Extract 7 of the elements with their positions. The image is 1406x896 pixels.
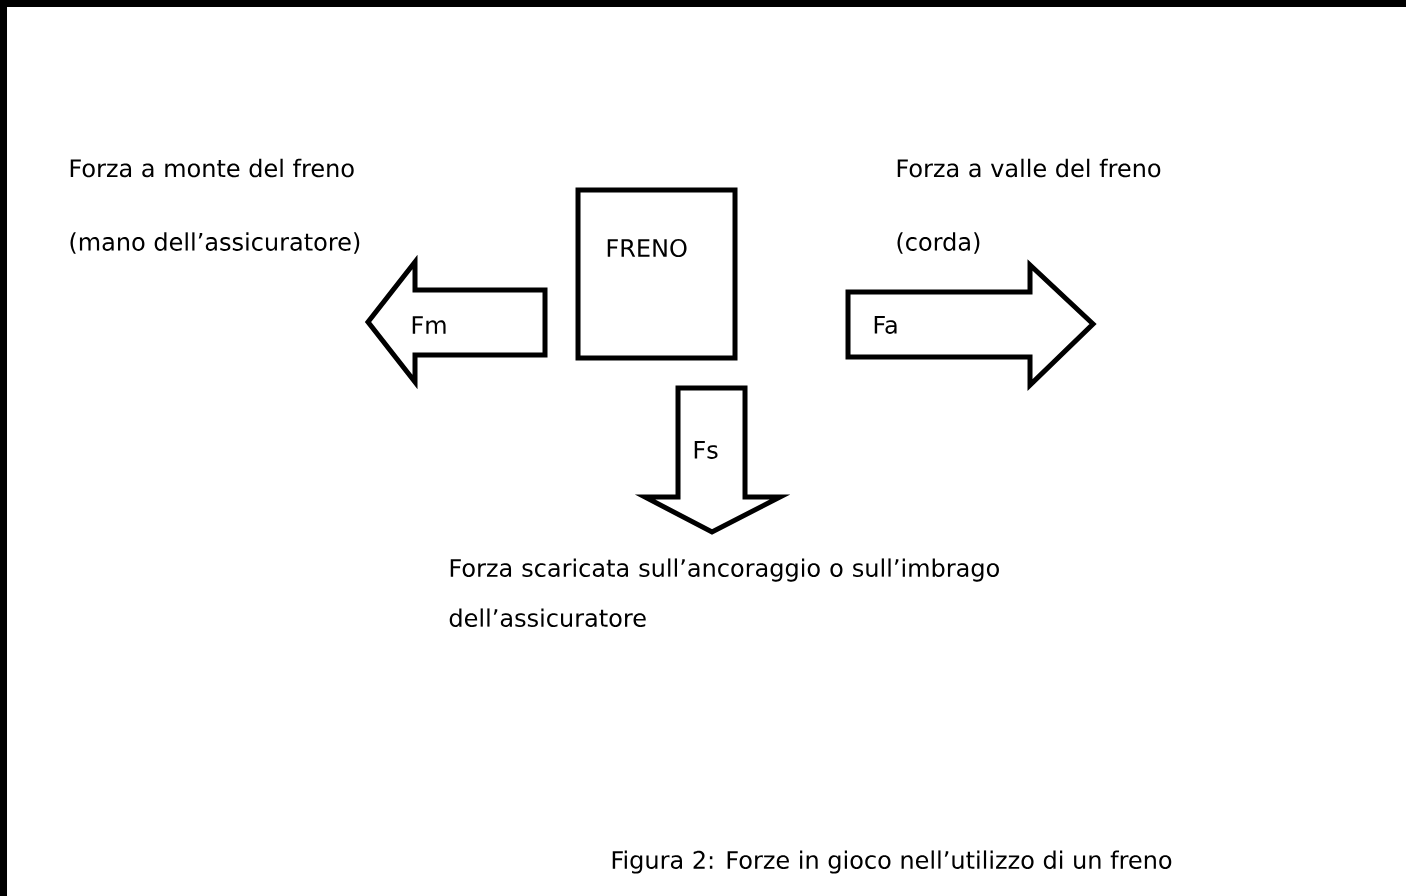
force-label: (corda) <box>897 232 980 254</box>
force-label: (mano dell’assicuratore) <box>70 232 360 254</box>
brake-box: FRENO <box>575 187 738 361</box>
force-label: Forza scaricata sull’ancoraggio o sull’imbrago dell’assicuratore <box>449 558 999 627</box>
force-label: Forza a monte del freno <box>70 158 354 178</box>
force-label: Forza a valle del freno <box>897 158 1161 178</box>
figure-caption: Figura 2: Forze in gioco nell’utilizzo di un freno <box>612 850 1172 874</box>
